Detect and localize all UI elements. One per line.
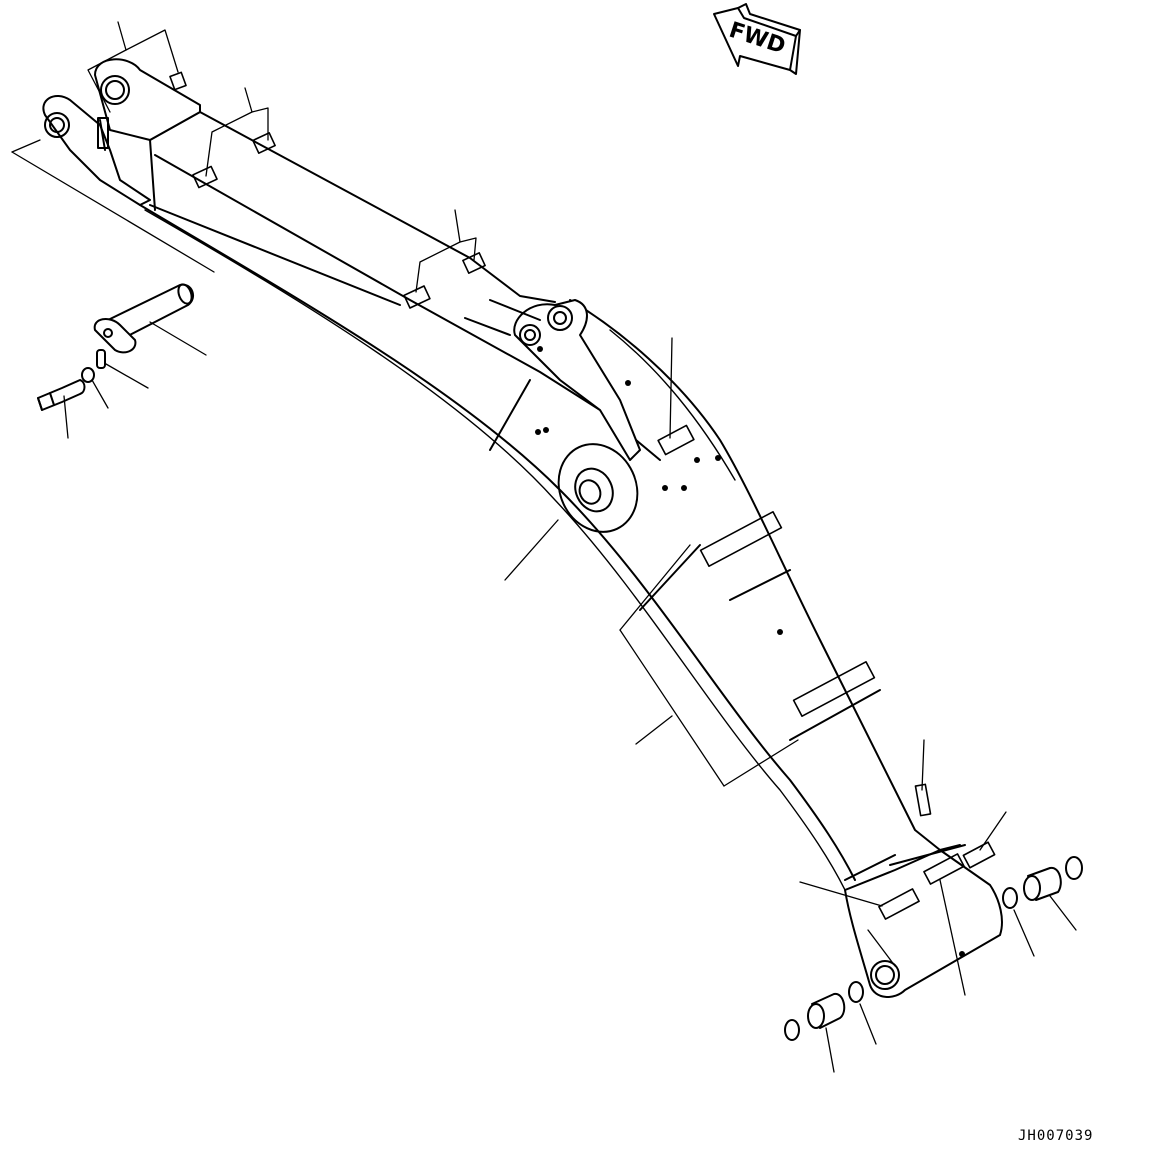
bushing-1	[1027, 866, 1062, 901]
washer	[81, 367, 95, 383]
bolt-dots	[535, 346, 965, 957]
clamp-7	[699, 511, 783, 567]
clamp-2	[252, 132, 276, 154]
boss-plate	[557, 443, 639, 533]
clamp-8	[792, 661, 876, 717]
boom-foot	[42, 58, 201, 206]
hose-clamps	[169, 71, 996, 920]
seal-ring-1	[1065, 856, 1083, 880]
tip-bushings	[784, 856, 1083, 1041]
cylinder-bracket	[464, 299, 641, 461]
seal-ring-2	[1002, 887, 1018, 909]
clamp-6	[657, 424, 695, 456]
clamp-3	[192, 165, 218, 189]
clamp-1	[169, 71, 187, 91]
clamp-4	[462, 252, 486, 274]
pin-retainer	[96, 349, 106, 369]
clamp-11	[962, 841, 996, 869]
seal-ring-3	[848, 981, 864, 1003]
clamp-10	[923, 853, 965, 885]
leader-lines	[11, 21, 1077, 1073]
bolt	[37, 379, 86, 411]
boom-tip	[844, 844, 1003, 998]
drawing-number: JH007039	[1018, 1128, 1094, 1144]
clamp-12	[914, 783, 932, 817]
clamp-9	[878, 888, 920, 920]
fwd-arrow-marker: FWD	[713, 3, 801, 75]
clamp-5	[403, 285, 431, 309]
seal-ring-4	[784, 1019, 800, 1041]
boom-body	[139, 111, 941, 891]
bushing-2	[811, 992, 846, 1029]
foot-pin-assembly	[37, 283, 195, 411]
